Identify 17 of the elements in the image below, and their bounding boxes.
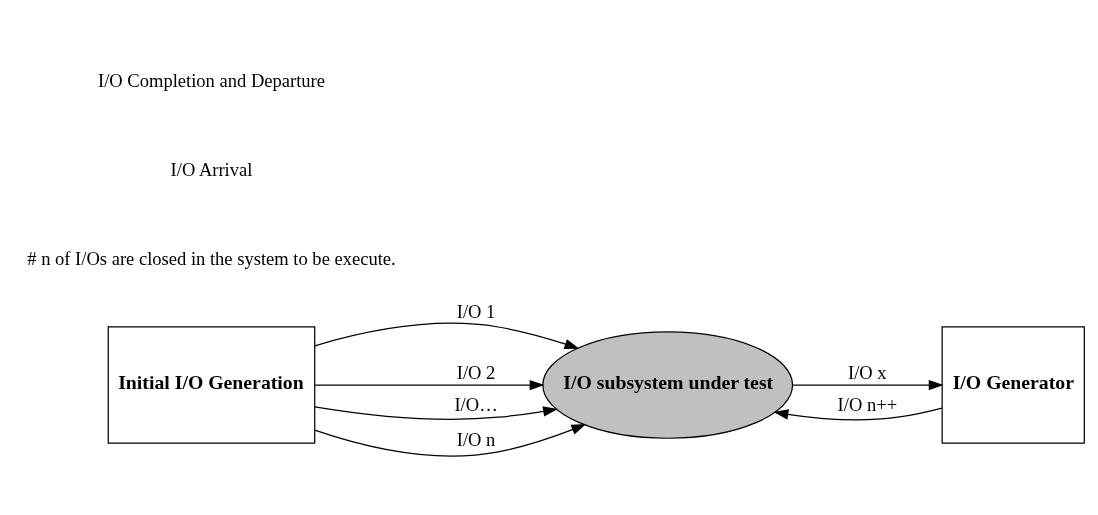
edge-label: I/O…: [454, 393, 498, 415]
arrow: [314, 423, 587, 457]
node-box: Initial I/O Generation: [107, 325, 316, 444]
label: I/O Completion and Departure: [98, 69, 325, 91]
arrow: [314, 405, 558, 420]
label: I/O Arrival: [170, 158, 253, 180]
edge-label: I/O n: [456, 428, 496, 450]
arrow: [792, 379, 944, 390]
edge-label: I/O x: [848, 361, 887, 383]
edge-label: I/O n++: [837, 393, 898, 415]
arrow: [773, 406, 943, 420]
arrow: [314, 322, 580, 349]
arrow: [314, 379, 545, 390]
node-box: I/O Generator: [941, 325, 1085, 444]
edge-label: I/O 2: [456, 361, 496, 383]
edge-label: I/O 1: [456, 300, 496, 322]
label: # n of I/Os are closed in the system to be execute.: [27, 247, 396, 269]
